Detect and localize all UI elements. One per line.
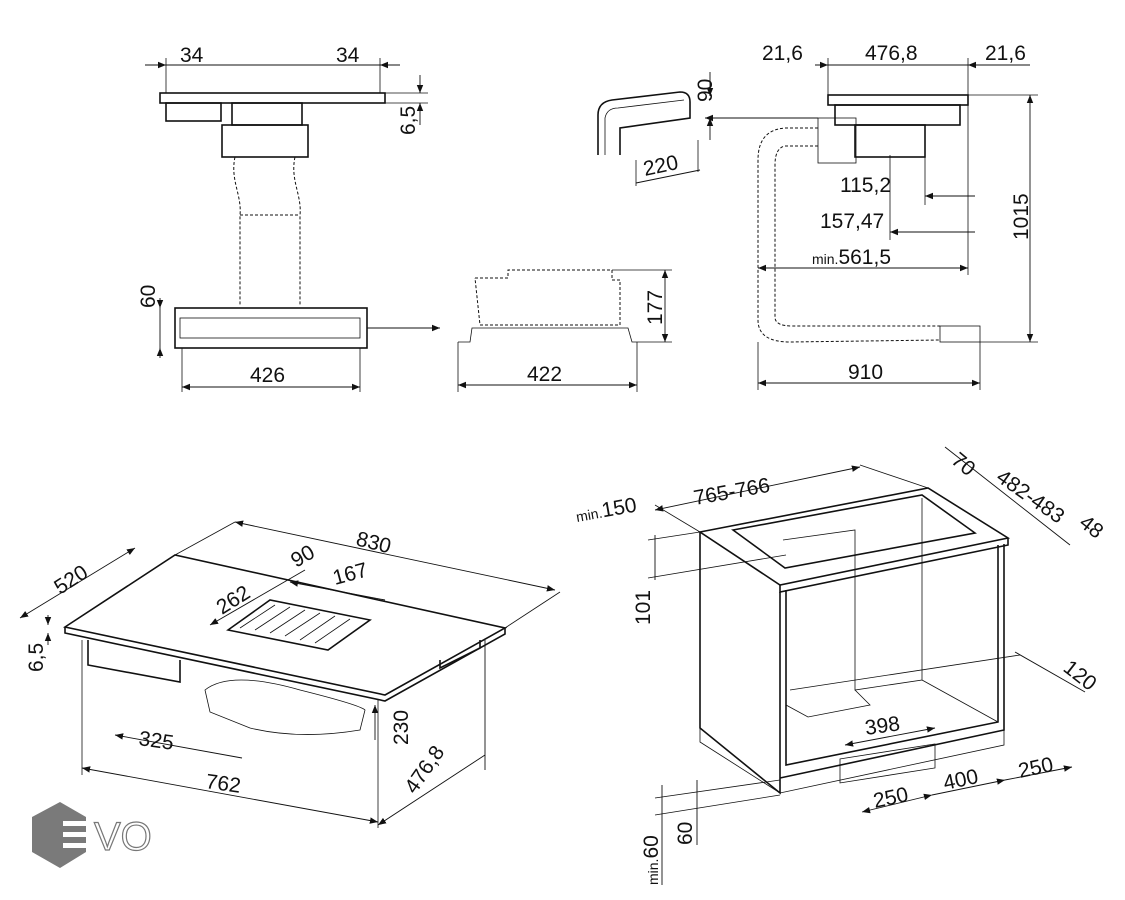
dim-right-space: 250 <box>1016 753 1055 783</box>
hob-glass <box>159 92 386 104</box>
dim-min-front: min.150 <box>574 494 639 527</box>
dim-glass-thickness: 6,5 <box>397 106 420 135</box>
dim-box-height: 177 <box>644 290 667 325</box>
dim-right-margin: 21,6 <box>985 42 1026 65</box>
vent-grille <box>226 599 372 651</box>
dim-plinth-depth: 120 <box>1059 656 1101 696</box>
dim-front-margin: 48 <box>1075 511 1108 544</box>
dim-glass-thickness: 6,5 <box>25 643 48 672</box>
dim-motor-height: 60 <box>137 285 160 308</box>
dim-vent-width: 167 <box>330 559 370 590</box>
cabinet-isometric: 765-766 min.150 70 482-483 48 101 120 39… <box>574 446 1108 885</box>
dim-width: 520 <box>50 561 92 599</box>
dim-duct-width: 220 <box>641 151 680 181</box>
dim-motor-height: 230 <box>390 710 413 745</box>
dim-plinth-height: 60 <box>674 822 697 845</box>
fan-unit <box>221 124 309 158</box>
plinth-vent <box>839 743 936 784</box>
side-view: 21,6 476,8 21,6 115,2 157,47 min.561,5 1… <box>705 42 1038 390</box>
hob-body <box>165 102 222 122</box>
logo-text: VO <box>94 815 152 859</box>
dim-back-margin: 70 <box>947 448 980 481</box>
dim-length: 830 <box>354 528 394 559</box>
dim-total-depth: 910 <box>848 361 883 384</box>
front-view: 34 34 6,5 60 426 <box>137 44 440 392</box>
motor-box <box>174 307 368 349</box>
dim-box-width: 422 <box>527 363 562 386</box>
dim-cutout-depth: 482-483 <box>992 465 1068 528</box>
dim-duct-height: 90 <box>694 79 717 102</box>
dim-left-margin: 34 <box>180 44 204 67</box>
dim-motor-width: 426 <box>250 364 285 387</box>
worktop <box>697 487 1011 586</box>
dim-left-margin: 21,6 <box>762 42 803 65</box>
dim-cutout-depth: 476,8 <box>400 742 449 798</box>
dim-cutout-length: 762 <box>204 770 242 798</box>
dim-vent-width: 398 <box>863 712 901 740</box>
fan-motor <box>204 679 366 735</box>
dim-cutout-width: 765-766 <box>692 474 772 510</box>
dim-vent-length: 262 <box>212 581 254 619</box>
dim-offset-b: 157,47 <box>820 210 884 233</box>
dim-left-space: 250 <box>871 783 910 813</box>
dim-hob-depth: 476,8 <box>865 42 918 65</box>
dim-worktop-drop: 101 <box>632 590 655 625</box>
dim-min-depth: min.561,5 <box>812 246 891 269</box>
hexagon-icon <box>32 802 86 868</box>
dim-min-plinth: min.60 <box>640 835 663 885</box>
dim-offset-a: 115,2 <box>840 174 891 197</box>
hob-isometric: 830 520 90 167 262 6,5 325 762 230 476,8 <box>19 520 561 828</box>
hob-top <box>62 554 508 696</box>
dim-motor-offset: 325 <box>137 727 175 755</box>
dim-total-height: 1015 <box>1010 193 1033 240</box>
dim-right-margin: 34 <box>336 44 360 67</box>
cutout <box>731 494 977 569</box>
dim-vent-depth: 90 <box>287 541 319 573</box>
evo-logo: VO <box>32 802 152 868</box>
duct-view: 90 220 177 422 <box>457 72 717 392</box>
dim-middle-space: 400 <box>941 765 980 795</box>
